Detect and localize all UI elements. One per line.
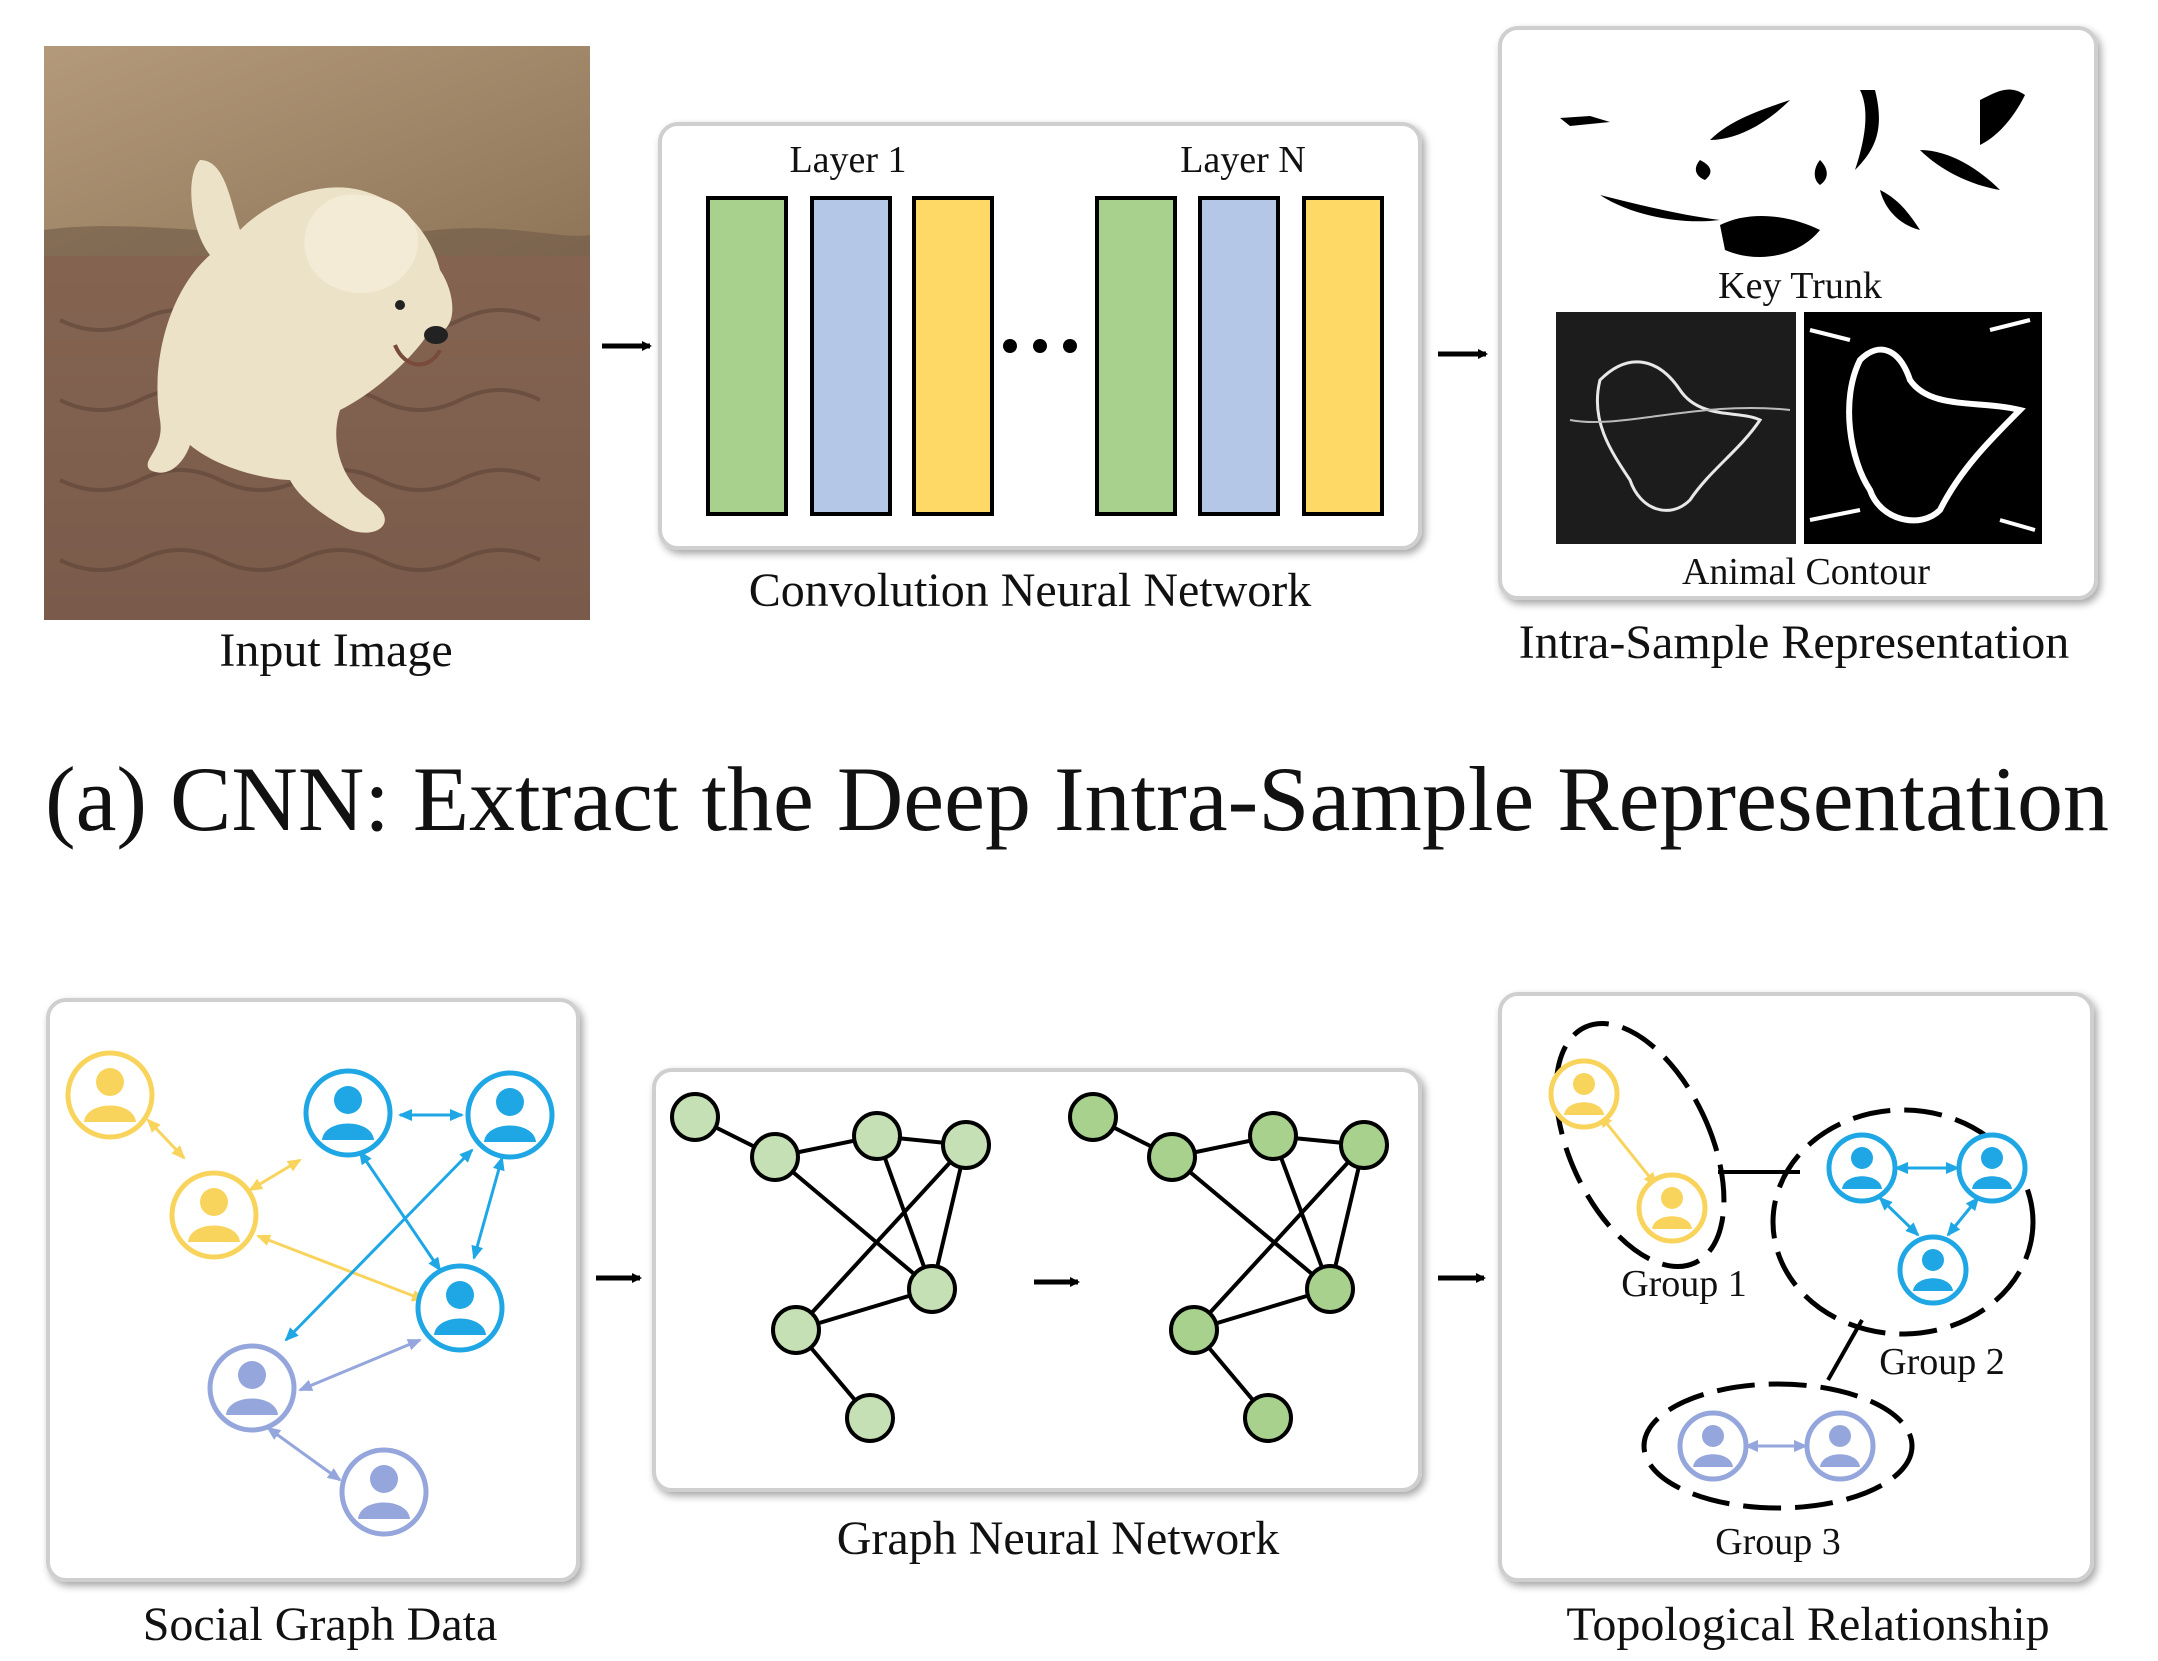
group-1-label: Group 1 [1621,1263,1747,1305]
social-graph-label: Social Graph Data [143,1598,498,1651]
group-link-2-3 [1826,1319,1864,1381]
topo-user-blue-2 [1956,1132,2028,1204]
topology-label: Topological Relationship [1566,1598,2049,1651]
layer-block-yellow-1 [912,196,994,516]
user-node-purple-2 [339,1447,429,1537]
user-node-yellow-2 [169,1170,259,1260]
layer-1-label: Layer 1 [789,139,906,181]
group-3-ellipse [1641,1381,1915,1511]
contour-map-binary [1804,312,2042,544]
cnn-box: Layer 1 Layer N [658,122,1422,550]
layer-n-label: Layer N [1180,139,1306,181]
social-edges [146,1109,505,1482]
cnn-label: Convolution Neural Network [749,564,1312,617]
gnn-graph-before [670,1092,991,1443]
panel-a-caption: (a) CNN: Extract the Deep Intra-Sample R… [45,748,2109,850]
input-image-label: Input Image [219,624,452,677]
topo-user-yellow-2 [1636,1172,1708,1244]
layer-block-yellow-n [1302,196,1384,516]
layer-block-blue-n [1198,196,1280,516]
gnn-label: Graph Neural Network [837,1512,1280,1565]
topo-user-purple-1 [1677,1410,1749,1482]
group-3-label: Group 3 [1715,1521,1841,1563]
layer-block-green-n [1095,196,1177,516]
layer-block-blue-1 [810,196,892,516]
group-2-label: Group 2 [1879,1341,2005,1383]
user-node-blue-3 [415,1263,505,1353]
user-node-blue-2 [465,1070,555,1160]
gnn-graph-after [1068,1092,1389,1443]
topology-box: Group 1 Group 2 Group 3 [1498,992,2094,1582]
topo-user-yellow-1 [1548,1058,1620,1130]
group-1-ellipse [1553,1021,1727,1269]
layer-block-green-1 [706,196,788,516]
topo-user-blue-1 [1826,1132,1898,1204]
gnn-box [652,1068,1422,1492]
intra-sample-label: Intra-Sample Representation [1519,616,2069,669]
group-2-ellipse [1770,1107,2036,1337]
key-trunk-map [1560,89,2025,258]
intra-sample-box: Key Trunk Animal Contour [1498,26,2098,600]
contour-map-dark [1556,312,1796,544]
user-node-blue-1 [303,1068,393,1158]
ellipsis-dots [1003,339,1077,353]
social-graph-box [46,998,580,1582]
user-node-yellow-1 [65,1050,155,1140]
topo-user-blue-3 [1897,1234,1969,1306]
user-node-purple-1 [207,1343,297,1433]
key-trunk-label: Key Trunk [1718,265,1882,307]
topo-user-purple-2 [1804,1410,1876,1482]
topology-edges [1598,1113,1980,1452]
animal-contour-label: Animal Contour [1682,551,1930,593]
input-image [44,46,590,620]
